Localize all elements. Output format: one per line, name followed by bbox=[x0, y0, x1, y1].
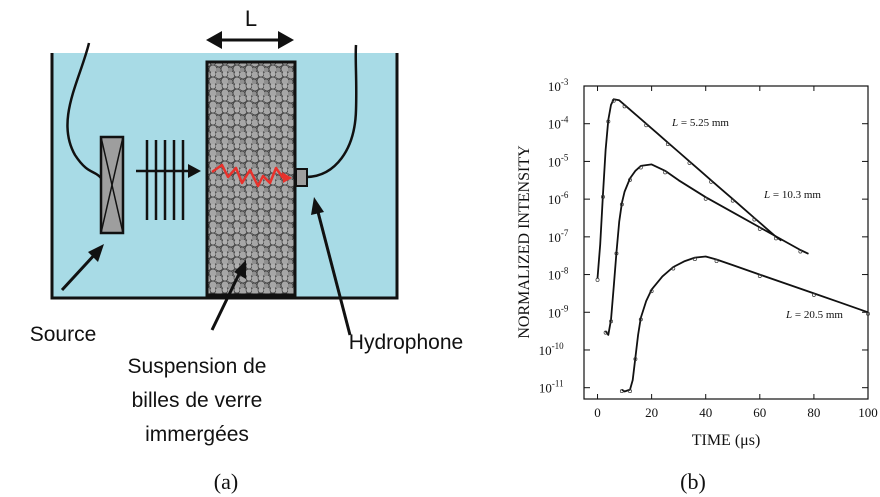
data-point bbox=[757, 274, 762, 279]
width-label: L bbox=[245, 6, 257, 31]
hydrophone bbox=[295, 168, 308, 187]
data-point bbox=[614, 251, 619, 256]
hydrophone-cable bbox=[306, 44, 358, 179]
intensity-chart: 0 20 40 60 80 100 10-3 10-4 10-5 10-6 10-7 10-8 10-9… bbox=[516, 77, 878, 494]
x-tick-label: 40 bbox=[699, 405, 712, 420]
data-point bbox=[649, 289, 654, 294]
series-label: L = 20.5 mm bbox=[785, 309, 843, 321]
data-point bbox=[611, 98, 616, 103]
x-tick-label: 100 bbox=[858, 405, 878, 420]
data-point bbox=[866, 311, 870, 316]
data-point bbox=[603, 330, 608, 335]
data-point bbox=[811, 292, 816, 297]
data-point bbox=[628, 177, 632, 182]
data-point bbox=[619, 202, 624, 207]
y-axis-title: NORMALIZED INTENSITY bbox=[516, 145, 533, 339]
data-point bbox=[638, 317, 643, 322]
chart-marks: 0 20 40 60 80 100 10-3 10-4 10-5 10-6 10-7 10-8 10-9… bbox=[539, 77, 878, 420]
data-point bbox=[798, 249, 803, 254]
scattering-arrowhead bbox=[282, 172, 292, 183]
y-tick-label: 10-6 bbox=[548, 190, 569, 207]
data-point bbox=[628, 389, 632, 394]
series-line bbox=[604, 163, 809, 336]
y-tick-label: 10-11 bbox=[539, 379, 564, 396]
suspension-pointer bbox=[210, 260, 246, 331]
series-line bbox=[596, 98, 782, 279]
data-point bbox=[703, 196, 708, 201]
source-transducer bbox=[99, 135, 125, 235]
data-point bbox=[600, 194, 605, 199]
y-tick-label: 10-3 bbox=[548, 77, 569, 94]
series-label: L = 10.3 mm bbox=[763, 189, 821, 201]
x-tick-label: 20 bbox=[645, 405, 658, 420]
data-point bbox=[595, 277, 600, 282]
wave-arrowhead bbox=[188, 164, 201, 178]
data-point bbox=[709, 179, 714, 184]
tank-walls bbox=[50, 53, 399, 300]
y-tick-label: 10-5 bbox=[548, 152, 569, 169]
data-point bbox=[622, 104, 627, 109]
data-point bbox=[633, 357, 638, 361]
data-point bbox=[752, 217, 757, 222]
setup-diagram: L bbox=[30, 6, 463, 494]
suspension-label-line-1: Suspension de bbox=[128, 355, 267, 378]
series-line bbox=[621, 255, 869, 393]
data-point bbox=[671, 266, 676, 271]
y-tick-label: 10-8 bbox=[548, 266, 569, 283]
x-tick-label: 60 bbox=[753, 405, 766, 420]
data-point bbox=[687, 160, 692, 165]
data-point bbox=[757, 226, 762, 231]
data-point bbox=[619, 389, 624, 394]
source-pointer bbox=[60, 244, 104, 292]
data-point bbox=[638, 165, 643, 170]
x-tick-label: 0 bbox=[594, 405, 601, 420]
data-point bbox=[730, 198, 735, 203]
wave-fronts bbox=[136, 140, 190, 220]
data-point bbox=[663, 170, 668, 175]
hydrophone-label: Hydrophone bbox=[349, 331, 463, 354]
data-point bbox=[665, 142, 670, 147]
series-label: L = 5.25 mm bbox=[671, 117, 729, 129]
plot-frame bbox=[583, 85, 869, 400]
y-tick-label: 10-10 bbox=[539, 341, 564, 358]
x-tick-label: 80 bbox=[807, 405, 820, 420]
width-arrow bbox=[206, 31, 294, 49]
y-tick-label: 10-4 bbox=[548, 115, 569, 132]
data-point bbox=[606, 119, 611, 124]
scattering-path bbox=[211, 163, 285, 188]
y-tick-label: 10-9 bbox=[548, 303, 569, 320]
data-point bbox=[609, 319, 613, 324]
source-label: Source bbox=[30, 323, 97, 346]
suspension-label-line-3: immergées bbox=[145, 423, 249, 446]
suspension-label-line-2: billes de verre bbox=[132, 389, 263, 412]
data-point bbox=[714, 259, 719, 263]
bead-cell bbox=[205, 60, 297, 297]
source-cable bbox=[66, 42, 102, 179]
hydrophone-pointer bbox=[311, 197, 352, 336]
data-point bbox=[692, 257, 697, 262]
y-tick-label: 10-7 bbox=[548, 228, 569, 245]
caption-a: (a) bbox=[214, 469, 238, 494]
x-axis-title: TIME (μs) bbox=[692, 432, 761, 449]
data-point bbox=[644, 123, 649, 128]
caption-b: (b) bbox=[680, 469, 706, 494]
